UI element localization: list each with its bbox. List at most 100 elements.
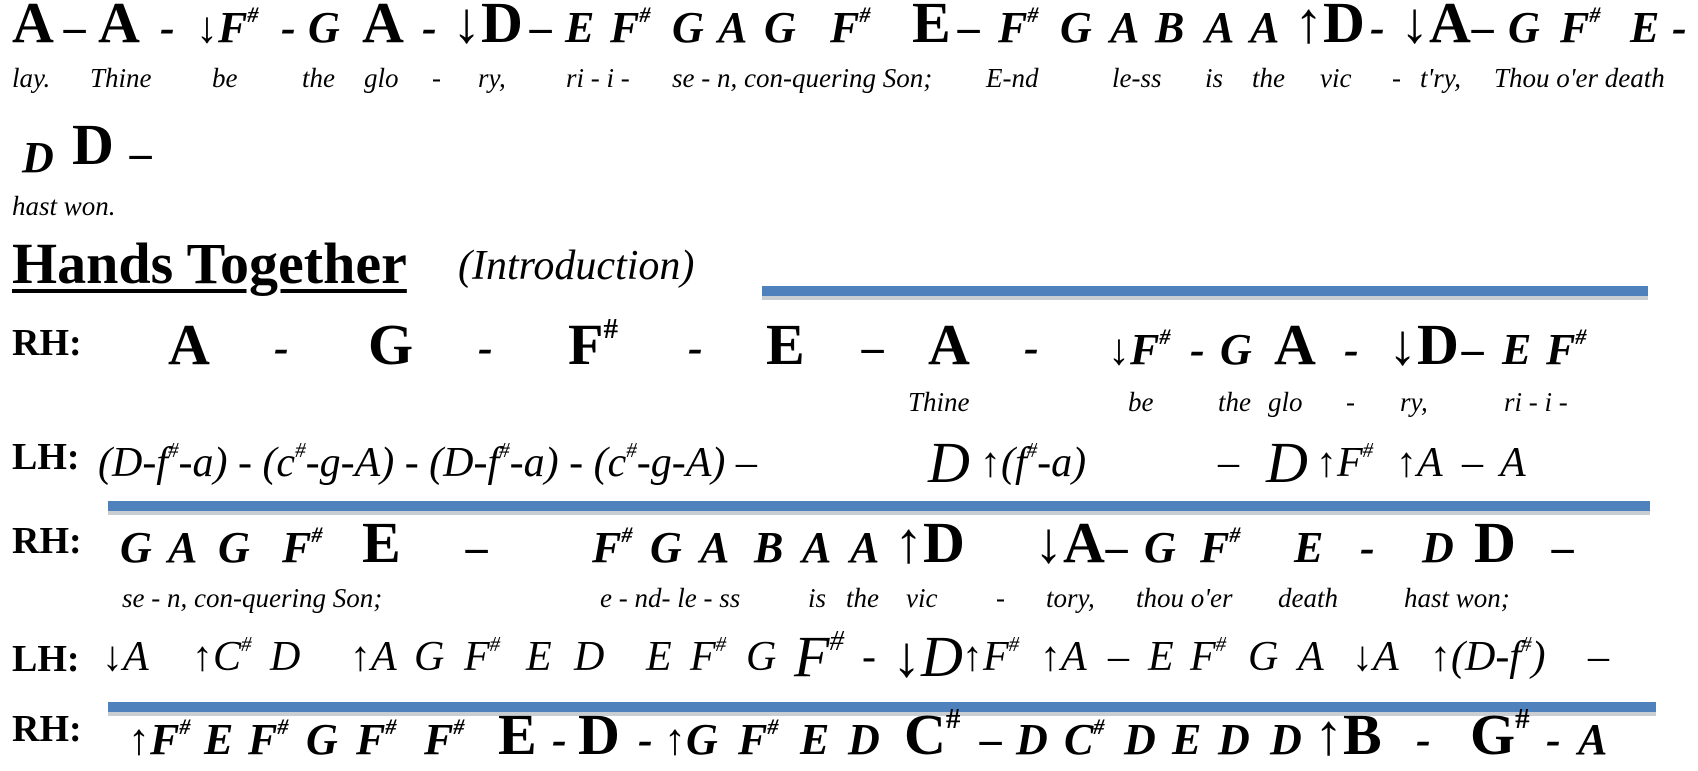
notation-token: - [1546,715,1561,764]
notation-token: F# [568,312,618,377]
rule-shadow-1 [762,295,1648,300]
notation-token: F# [464,632,501,680]
notation-token: A [1578,715,1608,764]
melody-note: G [672,3,704,52]
notation-token: B [754,523,784,572]
melody-note: A [1205,3,1235,52]
notation-token: G [1144,523,1176,572]
lyric-syllable: death [1278,583,1338,613]
melody-note: ↓A [1400,0,1471,55]
melody-note: A [718,3,748,52]
melody-note: G [1508,3,1540,52]
melody-note: - [281,3,296,52]
melody-note: F# [1560,2,1601,52]
hand-label-rh: RH: [12,708,82,750]
notation-token: G [120,523,152,572]
notation-token: G [306,715,338,764]
section-rule-1 [762,286,1648,296]
notation-token: – [1552,523,1574,572]
notation-token: - [1360,523,1375,572]
notation-token: - [862,634,876,680]
notation-token: - [1024,323,1039,372]
melody-note: F# [610,2,651,52]
notation-token: D [1124,715,1156,764]
lyric-syllable: be [1128,387,1154,417]
notation-token: - [552,715,567,764]
hand-label-rh: RH: [12,322,82,364]
section-heading: Hands Together [12,231,407,296]
melody-note: - [160,3,175,52]
notation-token: D [1266,430,1308,495]
notation-token: G [368,312,414,377]
notation-token: D [1270,715,1302,764]
hand-label-lh: LH: [12,638,80,680]
lyric-syllable: ry, [1400,387,1428,417]
lyric-syllable: the [1252,63,1285,93]
lyric-syllable: tory, [1046,583,1095,613]
notation-token: (D-f#-a) - (c#-g-A) - (D-f#-a) - (c#-g-A… [98,438,757,486]
notation-token: - [1190,325,1205,374]
melody-note: – [958,3,980,52]
lyric-syllable: Thine [90,63,152,93]
lyric-syllable: le-ss [1112,63,1162,93]
notation-token: - [274,323,289,372]
melody-note: E [1630,3,1660,52]
notation-token: ↓D [892,624,963,689]
melody-note: – [1472,3,1494,52]
notation-token: - [1344,325,1359,374]
notation-token: A [1500,440,1526,486]
melody-note: F# [998,2,1039,52]
notation-token: E [498,702,537,767]
melody-note: B [1155,3,1185,52]
notation-token: ↑D [894,510,965,575]
notation-token: E [1148,634,1174,680]
melody-note: – [530,3,552,52]
notation-token: F# [690,632,727,680]
notation-token: C# [904,702,961,767]
notation-token: ↑C# [192,632,252,680]
notation-token: – [466,523,488,572]
notation-token: A [168,312,210,377]
notation-token: A [802,523,832,572]
lyric-syllable: the [302,63,335,93]
notation-token: F# [424,714,465,764]
lyric-syllable: Thou o'er death [1494,63,1665,93]
notation-token: G [650,523,682,572]
lyric-syllable: be [212,63,238,93]
notation-token: D [1422,523,1454,572]
notation-token: F# [794,624,844,689]
notation-token: E [766,312,805,377]
notation-token: ↓D [1388,312,1459,377]
notation-token: A [850,523,880,572]
notation-token: ↑(f#-a) [980,438,1087,486]
melody-note: E [912,0,951,55]
lyric-syllable: vic [1320,63,1352,93]
melody-note: A [362,0,404,55]
notation-token: F# [1190,632,1227,680]
melody-note: G [1060,3,1092,52]
notation-token: – [1462,325,1484,374]
notation-token: A [700,523,730,572]
lyric-syllable: hast won. [12,191,116,221]
lyric-syllable: thou o'er [1136,583,1233,613]
notation-token: – [1588,634,1609,680]
notation-token: – [1108,634,1129,680]
notation-token: - [638,715,653,764]
melody-note: A [1250,3,1280,52]
notation-token: E [362,510,401,575]
melody-note: ↑D [1294,0,1365,55]
melody-note: ↓D [452,0,523,55]
notation-token: C# [1064,714,1105,764]
lyric-syllable: ri - i - [1504,387,1568,417]
notation-token: D [574,634,605,680]
notation-token: G [1248,634,1279,680]
notation-token: – [862,323,884,372]
notation-token: - [478,323,493,372]
notation-token: F# [738,714,779,764]
notation-token: ↑F# [962,632,1020,680]
lyric-syllable: ry, [478,63,506,93]
melody-note: - [1672,3,1687,52]
lyric-syllable: - [432,63,441,93]
notation-token: ↑F# [128,714,191,764]
melody-note: G [764,3,796,52]
